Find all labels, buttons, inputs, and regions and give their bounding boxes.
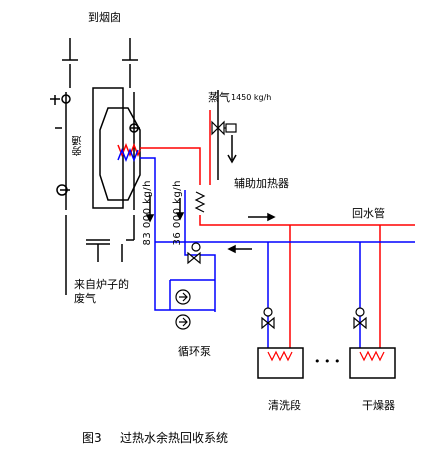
label-steam: 蒸气: [208, 91, 230, 104]
tank-coils: [267, 350, 385, 362]
cold-water-lines: [140, 157, 415, 350]
figure-title: 过热水余热回收系统: [120, 431, 229, 445]
pumps: [175, 289, 191, 330]
figure-number: 图3: [82, 431, 102, 445]
damper-valves: [50, 94, 140, 196]
label-ellipsis: • • •: [314, 355, 341, 368]
aux-heater-coil: [194, 191, 206, 213]
steam-valve: [211, 120, 237, 136]
label-washing-section: 清洗段: [268, 399, 301, 412]
exhaust-duct: [62, 38, 141, 295]
hot-water-lines: [140, 110, 415, 350]
label-steam-pressure: 1450 kg/h: [231, 93, 272, 102]
label-to-chimney: 到烟囱: [88, 11, 121, 24]
steam-line: [217, 90, 237, 180]
label-aux-heater: 辅助加热器: [234, 177, 289, 190]
label-dryer: 干燥器: [362, 399, 395, 412]
label-flow-36000: 36 000 kg/h: [172, 180, 183, 246]
label-flow-83000: 83 000 kg/h: [142, 180, 153, 246]
consumer-valves: [261, 307, 367, 330]
label-bypass: 旁通: [73, 135, 84, 156]
label-circulation-pump: 循环泵: [178, 345, 211, 358]
heat-exchanger-coil: [117, 142, 141, 163]
label-exhaust: 来自炉子的废气: [74, 278, 129, 305]
consumer-tanks: [257, 347, 396, 379]
flow-arrows: [145, 195, 276, 254]
three-way-valve: [187, 242, 201, 265]
label-return-pipe: 回水管: [352, 207, 385, 220]
